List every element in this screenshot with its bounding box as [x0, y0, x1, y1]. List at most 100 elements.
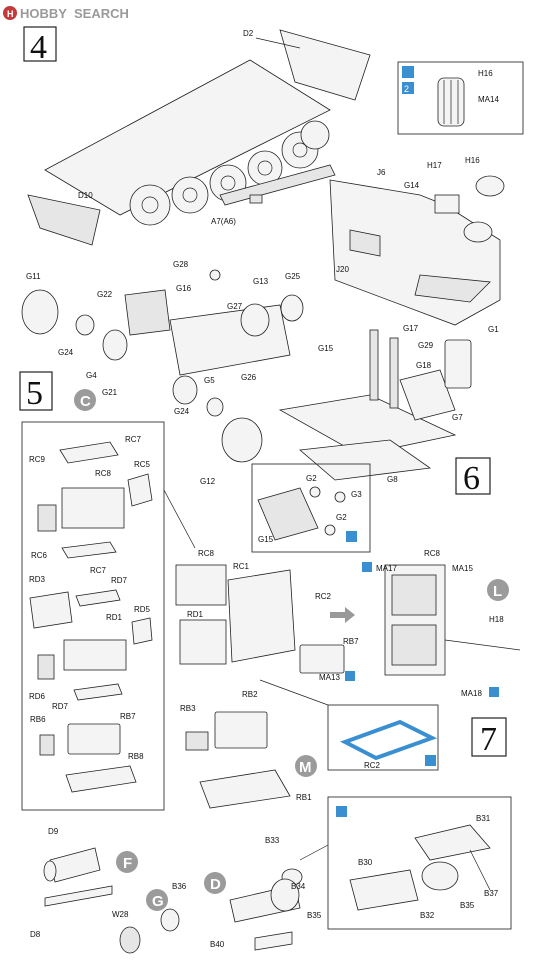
label-G27: G27: [227, 302, 243, 311]
label-RB1: RB1: [296, 793, 312, 802]
label-B30: B30: [358, 858, 373, 867]
repeat-icon: [402, 82, 414, 94]
label-G8: G8: [387, 475, 398, 484]
label-RC1: RC1: [233, 562, 250, 571]
label-B37: B37: [484, 889, 499, 898]
label-RC2-center: RC2: [315, 592, 332, 601]
badge-g: [146, 889, 168, 911]
step-4-box: [23, 26, 57, 62]
label-G22: G22: [97, 290, 113, 299]
label-MA15: MA15: [452, 564, 473, 573]
radio-subassembly-box: [21, 421, 165, 811]
label-RC5: RC5: [134, 460, 151, 469]
badge-d: [204, 872, 226, 894]
glue-icon: [402, 66, 414, 78]
label-MA13: MA13: [319, 673, 340, 682]
label-RD3: RD3: [29, 575, 46, 584]
badge-f: [116, 851, 138, 873]
label-RD5: RD5: [134, 605, 151, 614]
radio-rd-drawing: [29, 589, 153, 701]
radio-rack-finished-drawing: [384, 564, 521, 676]
label-G26: G26: [241, 373, 257, 382]
label-D10: D10: [78, 191, 93, 200]
grille-part: [257, 487, 319, 541]
glue-icon-ma17: [362, 562, 372, 572]
label-RB6: RB6: [30, 715, 46, 724]
label-RC8-center: RC8: [198, 549, 215, 558]
logo-mark-icon: [3, 6, 17, 20]
next-arrow-icon: [330, 607, 355, 623]
step-5-box: [19, 371, 53, 411]
inset-grille-box: [251, 463, 371, 553]
label-RD1-center: RD1: [187, 610, 204, 619]
hobbysearch-logo: H HOBBY SEARCH: [3, 6, 129, 21]
engine-deck-drawing: [329, 175, 505, 326]
label-D9: D9: [48, 827, 59, 836]
label-J20: J20: [336, 265, 349, 274]
label-G4: G4: [86, 371, 97, 380]
paint-icon-rc2: [425, 755, 436, 766]
exhaust-f-drawing: [43, 847, 113, 907]
label-B34: B34: [291, 882, 306, 891]
step-6-box: [455, 457, 491, 495]
label-G5: G5: [204, 376, 215, 385]
hull-assembly-drawing: [27, 29, 371, 246]
road-wheels: [129, 120, 330, 226]
label-RD1: RD1: [106, 613, 123, 622]
label-D2: D2: [243, 29, 254, 38]
label-G28: G28: [173, 260, 189, 269]
inset-rc2-box: [327, 704, 439, 771]
step-7-number: 7: [480, 721, 497, 758]
label-RB7: RB7: [120, 712, 136, 721]
label-RC8: RC8: [95, 469, 112, 478]
label-G13: G13: [253, 277, 269, 286]
badge-m: [295, 755, 317, 777]
badge-l: [487, 579, 509, 601]
logo-hobby: HOBBY: [20, 6, 67, 21]
glue-icon-ma13: [345, 671, 355, 681]
label-RC7-top: RC7: [125, 435, 142, 444]
label-RD7-top: RD7: [111, 576, 128, 585]
label-RD6: RD6: [29, 692, 46, 701]
badge-c: [74, 389, 96, 411]
svg-text:C: C: [80, 393, 91, 410]
headlight-g-drawing: [119, 908, 180, 954]
label-G11: G11: [26, 272, 41, 281]
label-G2-top: G2: [306, 474, 317, 483]
step-6-number: 6: [463, 460, 480, 497]
battery-box-drawing: [185, 711, 291, 809]
svg-text:D: D: [210, 876, 221, 893]
label-RC8-right: RC8: [424, 549, 441, 558]
transmission-drawing: [21, 269, 304, 463]
step-7-box: [471, 717, 507, 757]
label-RB3: RB3: [180, 704, 196, 713]
label-G15-inset: G15: [258, 535, 274, 544]
h16-rollers: [463, 175, 505, 243]
label-H16: H16: [465, 156, 480, 165]
label-RB8: RB8: [128, 752, 144, 761]
label-G3: G3: [351, 490, 362, 499]
label-W28: W28: [112, 910, 129, 919]
radio-rc-drawing: [37, 441, 153, 559]
label-G1: G1: [488, 325, 499, 334]
glue-icon-ma18: [489, 687, 499, 697]
label-G18: G18: [416, 361, 432, 370]
step-4-number: 4: [30, 29, 47, 66]
label-G12: G12: [200, 477, 216, 486]
label-H16-inset: H16: [478, 69, 493, 78]
label-RC9: RC9: [29, 455, 46, 464]
label-B36: B36: [172, 882, 187, 891]
label-RC7-bottom: RC7: [90, 566, 107, 575]
label-G24-left: G24: [58, 348, 74, 357]
repeat-count: 2: [404, 84, 409, 94]
rc2-highlight-frame: [340, 719, 438, 761]
label-H17: H17: [427, 161, 442, 170]
label-B35: B35: [307, 911, 322, 920]
svg-text:M: M: [299, 759, 312, 776]
glue-icon-grille: [346, 531, 357, 542]
svg-text:H: H: [7, 9, 14, 19]
label-G29: G29: [418, 341, 434, 350]
label-RC6: RC6: [31, 551, 48, 560]
label-H18: H18: [489, 615, 504, 624]
